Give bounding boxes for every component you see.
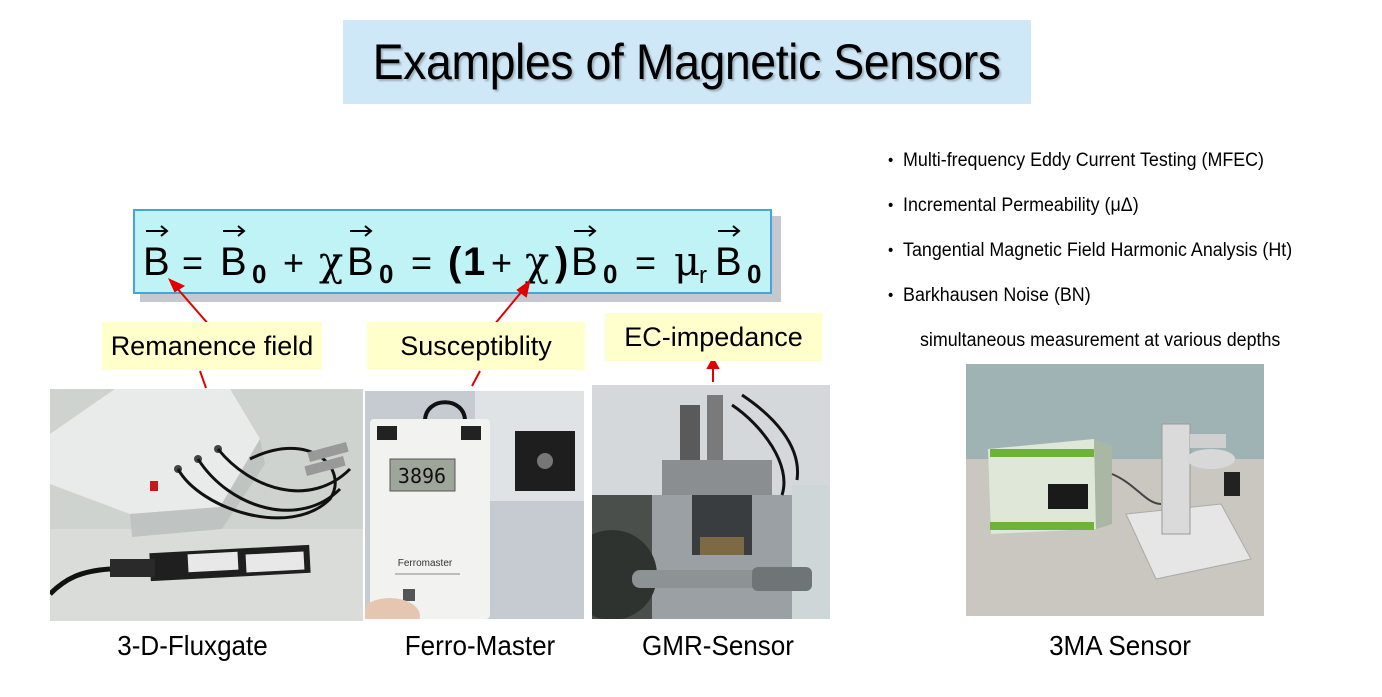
list-subtext: simultaneous measurement at various dept…	[919, 329, 1281, 351]
label-ec-impedance-text: EC-impedance	[624, 321, 803, 352]
bullet-icon: •	[888, 196, 894, 214]
eq-b: B	[143, 240, 170, 284]
eq-b0-b-sub: 0	[379, 259, 393, 289]
eq-chi-1: χ	[319, 239, 343, 285]
photo-ferro-master: 3896 Ferromaster	[365, 391, 584, 619]
arrow-susceptibility-head	[516, 279, 531, 298]
eq-one: 1	[463, 240, 485, 284]
photo-3ma-sensor	[966, 364, 1264, 616]
arrow-remanence-lower	[199, 370, 207, 389]
list-item-text: Incremental Permeability (μΔ)	[903, 194, 1139, 216]
ferromaster-display: 3896	[398, 464, 446, 488]
eq-mu-sub: r	[699, 262, 707, 289]
list-item: • Barkhausen Noise (BN)	[888, 273, 1339, 318]
list-item-text: Tangential Magnetic Field Harmonic Analy…	[903, 239, 1293, 261]
eq-equals-2: =	[411, 242, 432, 283]
label-susceptibility: Susceptiblity	[367, 322, 585, 370]
arrow-susceptibility-upper	[493, 289, 524, 326]
arrow-ec-impedance-head	[706, 356, 720, 369]
eq-b0-d-sub: 0	[747, 259, 761, 289]
list-item: • Multi-frequency Eddy Current Testing (…	[888, 138, 1339, 183]
eq-plus-2: +	[491, 242, 512, 283]
list-item-text: Multi-frequency Eddy Current Testing (MF…	[903, 149, 1264, 171]
photo-gmr-sensor	[592, 385, 830, 619]
vector-arrows	[146, 225, 741, 237]
equation-formula: B = B 0 + χ B 0 = ( 1 + χ ) B 0 = μ r B …	[143, 225, 761, 289]
label-susceptibility-text: Susceptiblity	[400, 330, 552, 361]
ferromaster-brand: Ferromaster	[398, 558, 453, 569]
arrow-susceptibility-lower	[471, 370, 481, 387]
eq-equals-3: =	[635, 242, 656, 283]
equation-box: B = B 0 + χ B 0 = ( 1 + χ ) B 0 = μ r B …	[133, 209, 772, 294]
label-remanence-field: Remanence field	[102, 322, 322, 370]
caption-ferro-master: Ferro-Master	[404, 630, 556, 661]
eq-plus-1: +	[283, 242, 304, 283]
eq-b0-a: B	[220, 240, 247, 284]
eq-b0-d: B	[715, 240, 742, 284]
arrow-remanence-head	[167, 277, 186, 293]
list-item-text: Barkhausen Noise (BN)	[903, 284, 1091, 306]
label-remanence-text: Remanence field	[110, 330, 314, 361]
label-ec-impedance: EC-impedance	[605, 313, 822, 361]
eq-paren-close: )	[555, 240, 568, 284]
eq-chi-2: χ	[525, 239, 549, 285]
eq-equals-1: =	[182, 242, 203, 283]
list-item: • Incremental Permeability (μΔ)	[888, 183, 1339, 228]
eq-mu: μ	[674, 239, 700, 285]
arrow-remanence-upper	[175, 286, 211, 327]
list-item: • Tangential Magnetic Field Harmonic Ana…	[888, 228, 1339, 273]
caption-3ma-sensor: 3MA Sensor	[1049, 630, 1191, 661]
bullet-icon: •	[888, 241, 894, 259]
eq-b0-b: B	[347, 240, 374, 284]
bullet-icon: •	[888, 151, 894, 169]
eq-b0-c-sub: 0	[603, 259, 617, 289]
method-list: • Multi-frequency Eddy Current Testing (…	[888, 138, 1368, 363]
title-banner: Examples of Magnetic Sensors	[343, 20, 1031, 104]
photo-3d-fluxgate	[50, 389, 363, 621]
bullet-icon: •	[888, 286, 894, 304]
slide-title: Examples of Magnetic Sensors	[373, 34, 1001, 90]
eq-paren-open: (	[448, 240, 462, 284]
caption-gmr-sensor: GMR-Sensor	[642, 630, 794, 661]
caption-3d-fluxgate: 3-D-Fluxgate	[117, 630, 268, 661]
eq-b0-c: B	[571, 240, 598, 284]
eq-b0-a-sub: 0	[252, 259, 266, 289]
